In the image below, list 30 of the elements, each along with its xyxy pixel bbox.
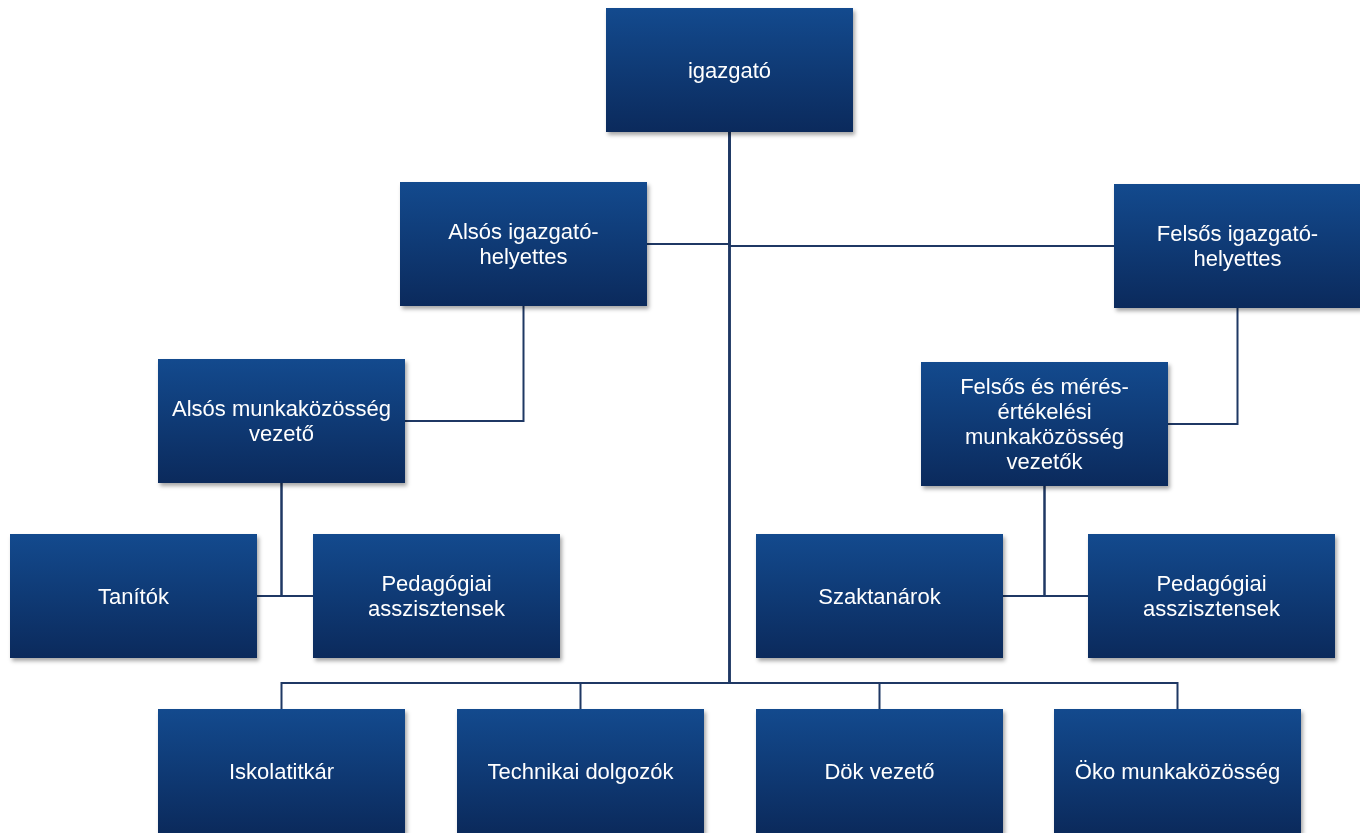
role-label: Öko munkaközösség [1074, 758, 1281, 784]
org-box [921, 362, 1168, 486]
org-box [606, 8, 853, 132]
role-label: Alsós munkaközösség vezető [171, 396, 392, 446]
role-label: Felsős és mérés-értékelési munkaközösség vezetők [959, 374, 1130, 474]
role-label: Dök vezető [824, 758, 935, 784]
org-box [756, 709, 1003, 833]
connector-line [1043, 485, 1089, 597]
org-box [158, 709, 405, 833]
connector-line [1167, 307, 1239, 425]
org-box [457, 709, 704, 833]
role-label: Alsós igazgató-helyettes [447, 219, 600, 269]
role-label: Pedagógiai asszisztensek [1142, 571, 1281, 621]
org-box [400, 182, 647, 306]
org-box [756, 534, 1003, 658]
role-label: Iskolatitkár [228, 758, 335, 784]
org-box [1114, 184, 1360, 308]
connector-line [404, 305, 525, 422]
org-box [1088, 534, 1335, 658]
connector-line [280, 482, 314, 597]
role-label: igazgató [687, 57, 772, 83]
role-label: Pedagógiai asszisztensek [367, 571, 506, 621]
org-box [313, 534, 560, 658]
org-box [10, 534, 257, 658]
org-box [1054, 709, 1301, 833]
role-label: Tanítók [98, 583, 169, 609]
role-label: Szaktanárok [818, 583, 941, 609]
role-label: Felsős igazgató-helyettes [1155, 221, 1320, 271]
role-label: Technikai dolgozók [487, 758, 674, 784]
org-box [158, 359, 405, 483]
